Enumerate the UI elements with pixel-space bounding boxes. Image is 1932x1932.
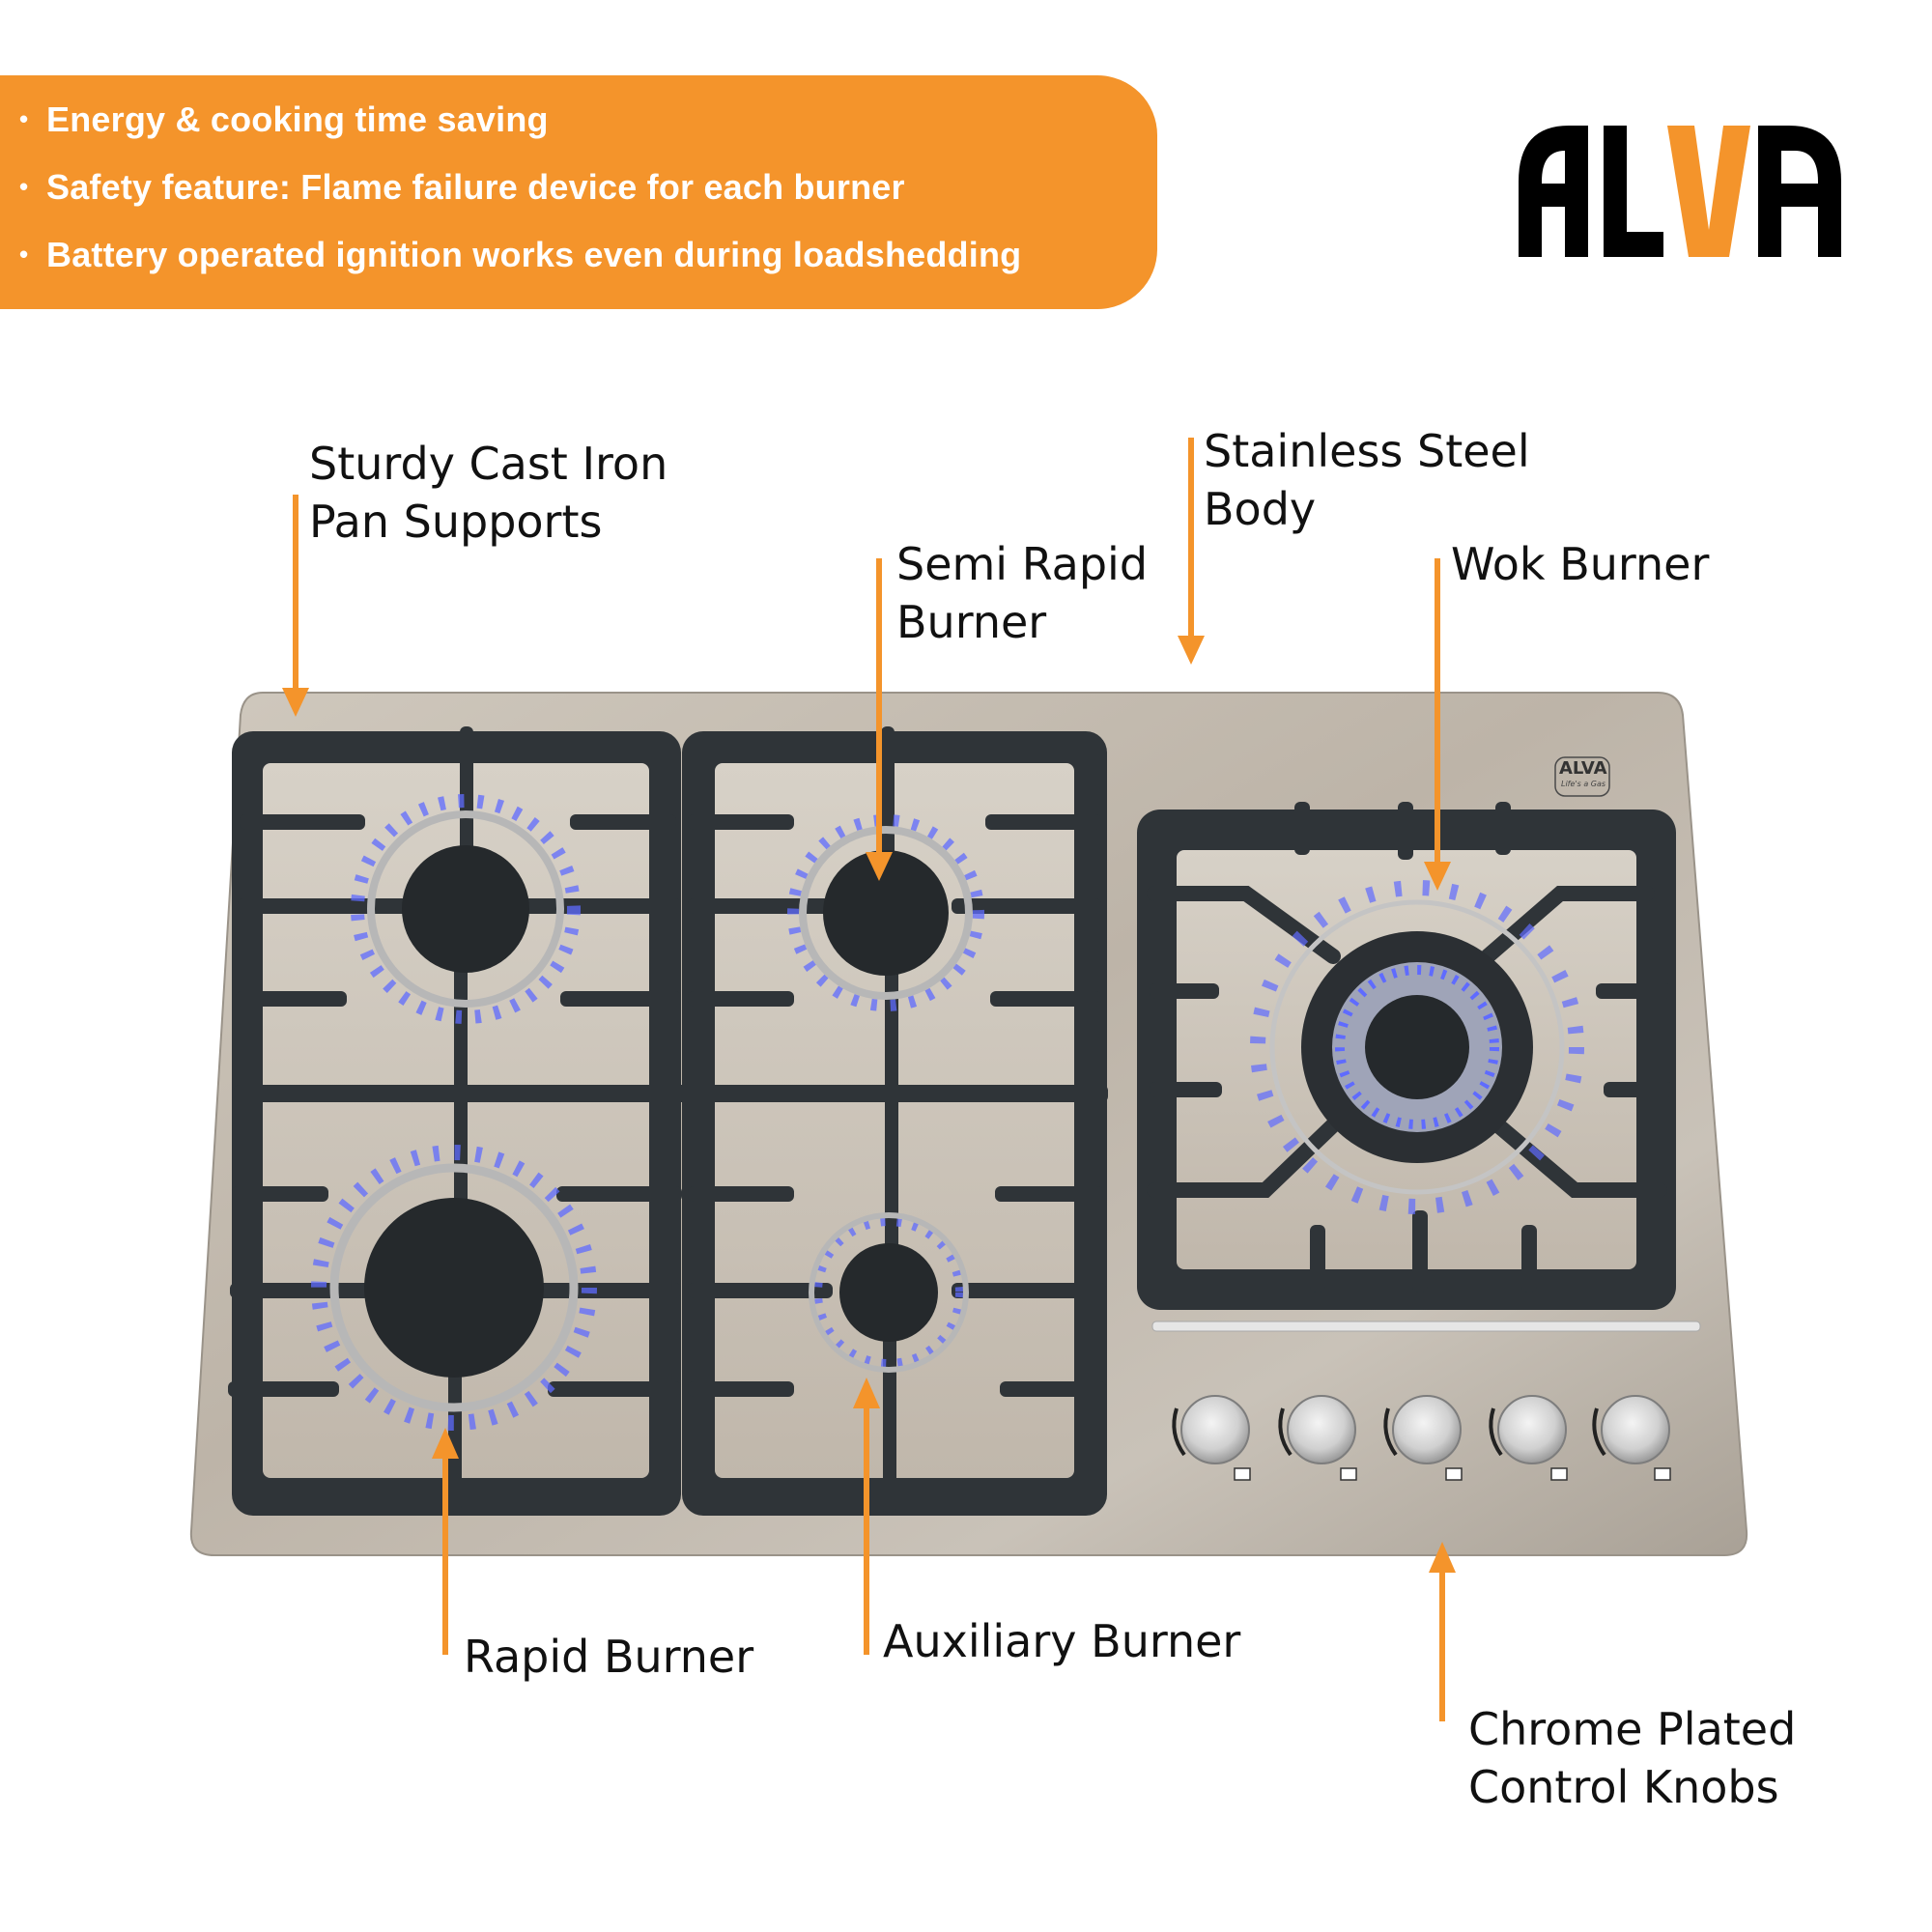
feature-bullet-energy: • Energy & cooking time saving [19, 99, 549, 140]
callout-line: Auxiliary Burner [883, 1615, 1241, 1667]
callout-wok-burner: Wok Burner [1451, 535, 1709, 593]
callout-line: Stainless Steel [1204, 425, 1530, 477]
callout-auxiliary-burner: Auxiliary Burner [883, 1612, 1240, 1670]
rapid-burner [311, 1145, 597, 1431]
callout-line: Wok Burner [1451, 538, 1710, 590]
callout-line: Pan Supports [309, 496, 603, 548]
feature-text: Battery operated ignition works even dur… [46, 235, 1022, 274]
alva-logo [1519, 126, 1841, 257]
callout-control-knobs: Chrome Plated Control Knobs [1468, 1700, 1796, 1816]
feature-bullet-safety: • Safety feature: Flame failure device fo… [19, 167, 905, 208]
cast-iron-pan-support-left [228, 726, 1108, 1516]
callout-arrows [282, 438, 1456, 1721]
chrome-trim-strip [1151, 1321, 1701, 1332]
control-knob-5[interactable] [1601, 1395, 1670, 1464]
callout-semi-rapid-burner: Semi Rapid Burner [896, 535, 1148, 651]
callout-line: Burner [896, 596, 1047, 648]
semi-rapid-burner-middle [787, 814, 984, 1011]
hob-logo-tagline: Life's a Gas [1561, 780, 1606, 788]
control-knob-2[interactable] [1287, 1395, 1356, 1464]
hob-logo [1554, 756, 1610, 797]
callout-line: Control Knobs [1468, 1761, 1779, 1813]
bullet-icon: • [19, 172, 29, 201]
hob-logo-text: ALVA [1559, 758, 1607, 779]
callout-line: Rapid Burner [464, 1631, 754, 1683]
callout-stainless-steel-body: Stainless Steel Body [1204, 422, 1530, 538]
callout-rapid-burner: Rapid Burner [464, 1628, 753, 1686]
feature-text: Safety feature: Flame failure device for… [46, 167, 905, 207]
bullet-icon: • [19, 240, 29, 269]
feature-bullet-ignition: • Battery operated ignition works even du… [19, 235, 1021, 275]
feature-text: Energy & cooking time saving [46, 99, 549, 139]
control-knobs [1172, 1395, 1671, 1481]
auxiliary-burner [809, 1212, 969, 1373]
wok-burner [1250, 880, 1584, 1214]
control-knob-3[interactable] [1392, 1395, 1462, 1464]
callout-line: Body [1204, 483, 1317, 535]
callout-pan-supports: Sturdy Cast Iron Pan Supports [309, 435, 668, 551]
control-knob-4[interactable] [1497, 1395, 1567, 1464]
callout-line: Semi Rapid [896, 538, 1149, 590]
feature-banner [0, 75, 1157, 309]
control-knob-1[interactable] [1180, 1395, 1250, 1464]
semi-rapid-burner-left [351, 794, 581, 1024]
callout-line: Chrome Plated [1468, 1703, 1797, 1755]
callout-line: Sturdy Cast Iron [309, 438, 668, 490]
bullet-icon: • [19, 104, 29, 133]
